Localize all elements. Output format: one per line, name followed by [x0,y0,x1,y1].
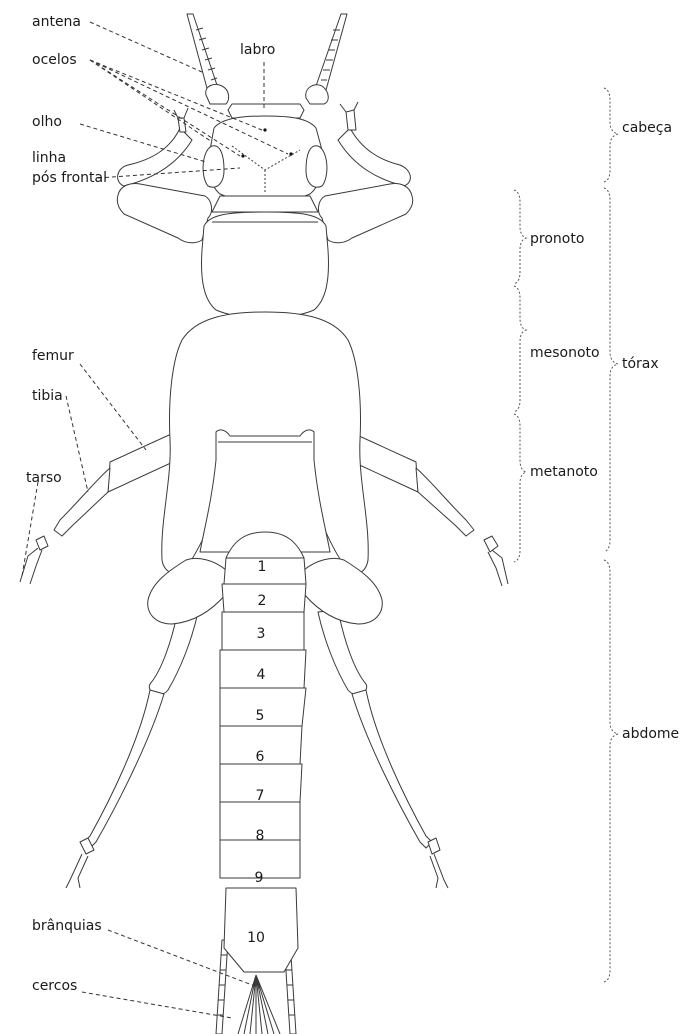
brace-pronoto [514,190,526,284]
label-torax: tórax [622,356,659,372]
label-branquias: brânquias [32,918,102,934]
label-femur: femur [32,348,74,364]
label-cabeca: cabeça [622,120,672,136]
segment-number: 7 [256,788,265,804]
abdomen: 1 2 3 4 5 6 7 8 9 10 [220,558,306,972]
label-tarso: tarso [26,470,62,486]
label-mesonoto: mesonoto [530,345,600,361]
brace-mesonoto [514,286,526,412]
segment-number: 5 [256,708,265,724]
label-tibia: tibia [32,388,63,404]
label-linha: linha [32,150,66,166]
label-cercos: cercos [32,978,77,994]
segment-number: 8 [256,828,265,844]
section-braces [514,88,618,982]
label-pos-frontal: pós frontal [32,170,107,186]
label-olho: olho [32,114,62,130]
brace-cabeca [604,88,618,182]
head [203,104,327,212]
segment-number: 10 [247,930,265,946]
label-abdome: abdome [622,726,679,742]
segment-number: 6 [256,749,265,765]
label-labro: labro [240,42,275,58]
segment-number: 4 [257,667,266,683]
label-ocelos: ocelos [32,52,77,68]
brace-abdome [604,560,618,982]
segment-number: 9 [255,870,264,886]
brace-metanoto [514,414,526,562]
segment-number: 1 [258,559,267,575]
brace-torax [604,188,618,552]
segment-number: 2 [258,593,267,609]
label-pronoto: pronoto [530,231,584,247]
segment-number: 3 [257,626,266,642]
label-antena: antena [32,14,81,30]
antennae [187,14,347,104]
label-metanoto: metanoto [530,464,598,480]
